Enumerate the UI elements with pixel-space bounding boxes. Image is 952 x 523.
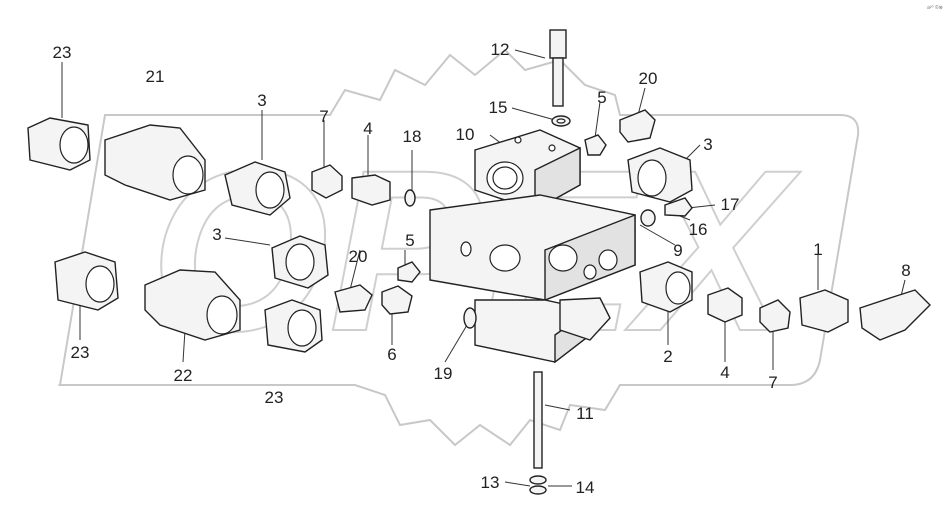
label-11: 11 [576, 404, 594, 423]
label-23: 23 [53, 43, 72, 62]
label-23-left: 23 [71, 343, 90, 362]
label-13: 13 [481, 473, 500, 492]
label-5: 5 [597, 88, 606, 107]
label-4: 4 [363, 119, 372, 138]
label-3-right: 3 [703, 135, 712, 154]
part-labels: 23 21 3 7 4 18 10 12 15 5 20 3 17 16 9 1… [53, 40, 911, 497]
label-1: 1 [813, 240, 822, 259]
label-12: 12 [491, 40, 510, 59]
label-14: 14 [576, 478, 595, 497]
label-5-left: 5 [405, 231, 414, 250]
label-7: 7 [319, 107, 328, 126]
label-16: 16 [689, 220, 708, 239]
label-21: 21 [146, 67, 165, 86]
leader-lines [61, 49, 906, 487]
label-3: 3 [257, 91, 266, 110]
label-4-right: 4 [720, 363, 729, 382]
label-23-bottom: 23 [265, 388, 284, 407]
right-fittings [584, 109, 931, 341]
label-17: 17 [721, 195, 740, 214]
corner-mark: a²⁰ ©⊗ [927, 4, 943, 11]
label-15: 15 [489, 98, 508, 117]
valve-block [429, 129, 636, 364]
bolt-12 [549, 29, 571, 127]
label-9: 9 [673, 241, 682, 260]
label-22: 22 [174, 366, 193, 385]
label-7-right: 7 [768, 373, 777, 392]
stud-11 [529, 371, 547, 495]
label-18: 18 [403, 127, 422, 146]
label-8: 8 [901, 261, 910, 280]
label-6: 6 [387, 345, 396, 364]
label-20: 20 [639, 69, 658, 88]
left-fittings [27, 117, 421, 353]
label-3-left: 3 [212, 225, 221, 244]
label-19: 19 [434, 364, 453, 383]
label-10: 10 [456, 125, 475, 144]
label-2: 2 [663, 347, 672, 366]
label-20-left: 20 [349, 247, 368, 266]
